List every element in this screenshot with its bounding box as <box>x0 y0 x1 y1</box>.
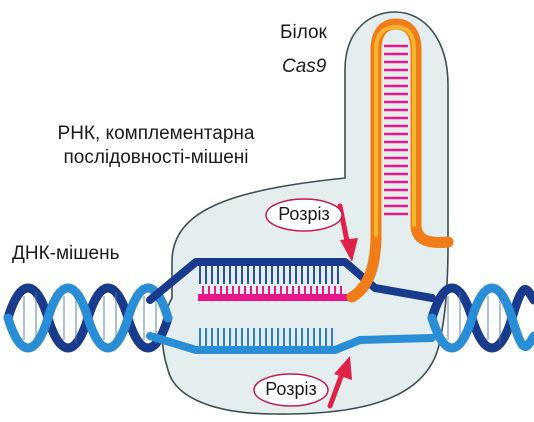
label-guide-rna-line1: РНК, комплементарна <box>18 123 294 145</box>
label-target-dna: ДНК-мішень <box>12 243 119 265</box>
label-protein-name: Cas9 <box>282 56 326 78</box>
dna-helix-right <box>432 288 534 348</box>
dna-helix-left <box>8 288 168 348</box>
label-cut-top: Розріз <box>266 204 342 225</box>
label-cut-bottom: Розріз <box>253 379 329 400</box>
guide-rna-spacer <box>198 294 354 301</box>
label-guide-rna-line2: послідовності-мішені <box>18 147 294 169</box>
label-protein: Білок <box>280 22 327 44</box>
